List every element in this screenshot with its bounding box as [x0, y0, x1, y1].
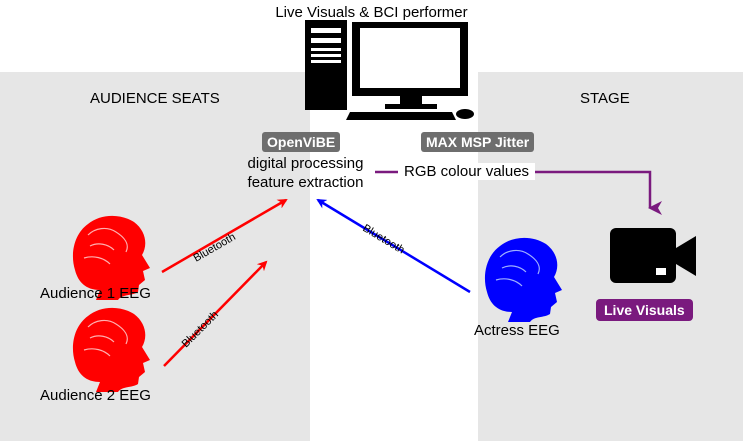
openvibe-badge: OpenViBE [262, 132, 341, 152]
actress-head-icon [484, 237, 562, 322]
bluetooth-label-3: Bluetooth [360, 222, 406, 256]
diagram-title: Live Visuals & BCI performer [275, 4, 468, 21]
actress-label: Actress EEG [474, 322, 560, 339]
audience-2-bluetooth-arrow [163, 260, 268, 367]
stage-label: STAGE [580, 90, 630, 107]
processing-line-1: digital processing [247, 155, 364, 172]
projector-icon [610, 228, 696, 283]
audience-1-head-icon [72, 215, 150, 300]
audience-1-bluetooth-arrow [161, 198, 288, 274]
processing-line-2: feature extraction [247, 174, 364, 191]
computer-icon [305, 20, 474, 120]
audience-2-label: Audience 2 EEG [40, 387, 151, 404]
bluetooth-label-2: Bluetooth [180, 309, 221, 350]
audience-seats-label: AUDIENCE SEATS [90, 90, 220, 107]
rgb-colour-values-label: RGB colour values [398, 163, 536, 180]
actress-bluetooth-arrow [316, 198, 471, 294]
processing-text: digital processing feature extraction [218, 154, 393, 192]
audience-seats-zone [0, 72, 310, 441]
bluetooth-label-1: Bluetooth [192, 231, 238, 265]
live-visuals-badge: Live Visuals [596, 299, 693, 321]
audience-1-label: Audience 1 EEG [40, 285, 151, 302]
audience-2-head-icon [72, 307, 150, 392]
max-msp-jitter-badge: MAX MSP Jitter [421, 132, 535, 152]
